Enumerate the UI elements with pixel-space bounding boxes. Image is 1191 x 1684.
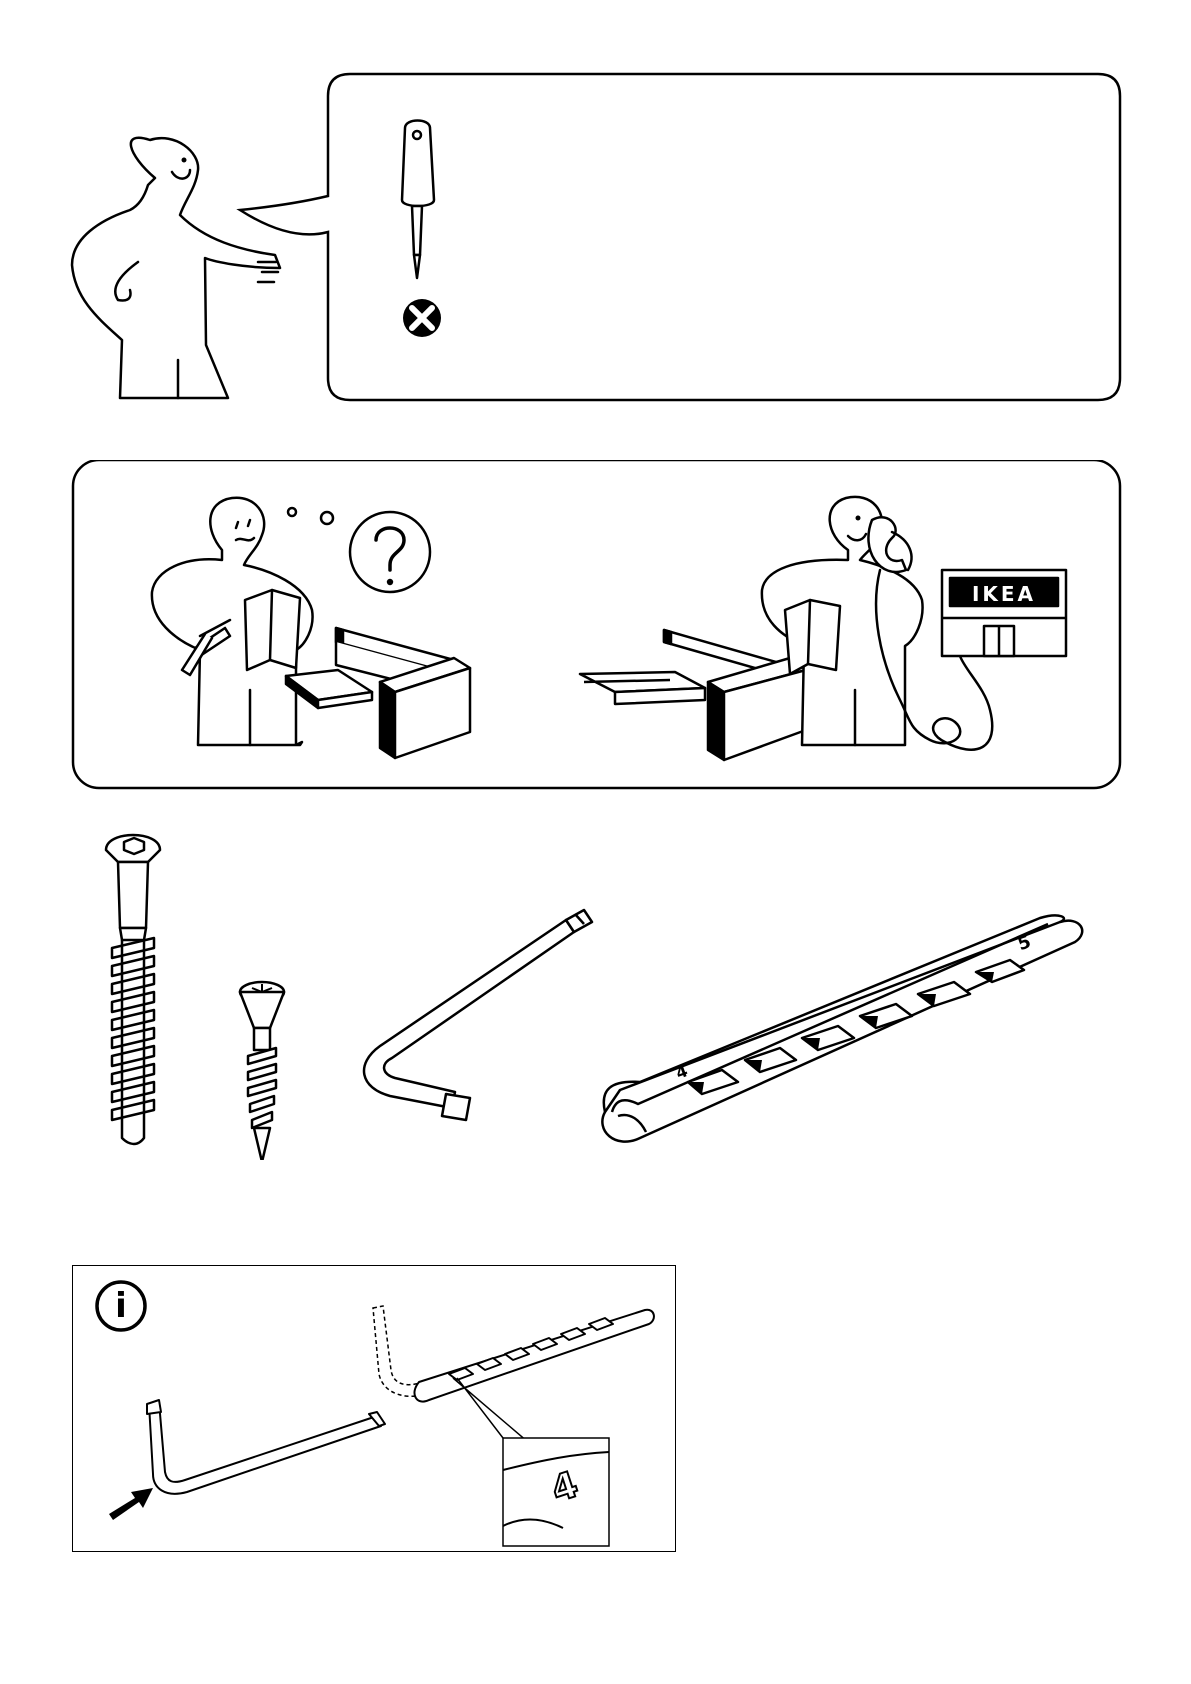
long-bolt	[106, 835, 160, 1144]
speech-bubble	[240, 74, 1120, 400]
allen-key-usage	[147, 1400, 385, 1494]
info-panel-illustration	[73, 1266, 677, 1553]
panel-tool-warning	[0, 0, 1191, 420]
parts-overview	[0, 820, 1191, 1160]
question-icon	[350, 512, 430, 592]
info-icon-letter: i	[109, 1282, 133, 1330]
panel-assistance	[0, 460, 1191, 800]
guide-rail-small	[414, 1310, 653, 1402]
prohibited-icon	[403, 299, 441, 337]
guide-rail	[602, 915, 1082, 1141]
person-pointing	[72, 138, 280, 398]
allen-key	[364, 910, 592, 1120]
wood-screw	[240, 982, 284, 1160]
ikea-sign-text: IKEA	[950, 580, 1058, 608]
info-panel: i 4	[72, 1265, 676, 1552]
arrow-icon	[109, 1488, 153, 1520]
